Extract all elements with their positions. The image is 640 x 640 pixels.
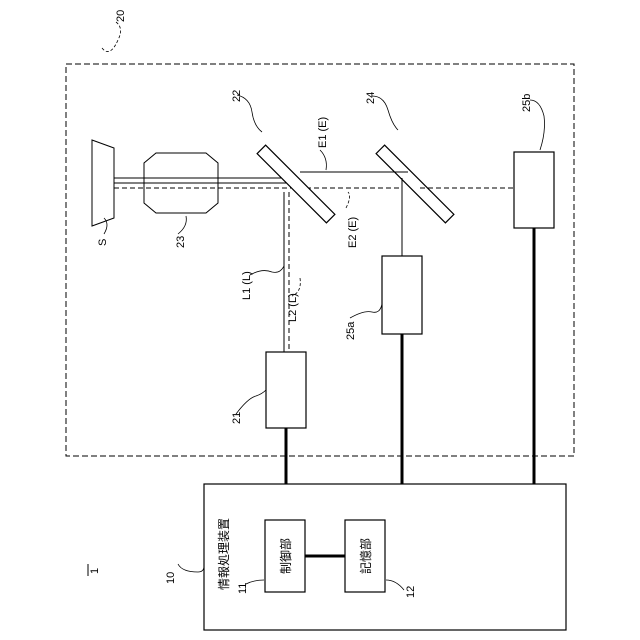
sample-shape	[92, 140, 114, 226]
leader-23	[178, 216, 186, 234]
label-l2: L2 (L)	[287, 293, 299, 322]
label-e2: E2 (E)	[347, 217, 359, 248]
label-23: 23	[175, 236, 187, 248]
leader-25a	[350, 304, 382, 318]
leader-21	[236, 390, 266, 414]
label-11: 11	[237, 583, 249, 594]
label-storage-unit: 記憶部	[358, 538, 373, 574]
detector-b-box	[514, 152, 554, 228]
label-24: 24	[365, 92, 377, 104]
leader-10	[178, 564, 204, 572]
leader-20	[102, 22, 121, 52]
label-control-unit: 制御部	[278, 538, 293, 574]
label-25b: 25b	[521, 94, 533, 112]
label-e1: E1 (E)	[317, 117, 329, 148]
mirror-22	[257, 145, 335, 223]
label-25a: 25a	[345, 321, 357, 340]
light-source-box	[266, 352, 306, 428]
leader-e1	[320, 150, 326, 170]
leader-l1	[250, 266, 284, 275]
label-l1: L1 (L)	[241, 271, 253, 300]
label-info-device: 情報処理装置	[217, 518, 231, 590]
label-s: S	[97, 239, 109, 246]
label-10: 10	[165, 572, 177, 584]
leader-e2	[346, 192, 350, 208]
label-1: 1	[89, 568, 101, 574]
detector-a-box	[382, 256, 422, 334]
label-21: 21	[231, 412, 243, 424]
label-20: 20	[115, 10, 127, 22]
mirror-24	[376, 145, 454, 223]
label-12: 12	[405, 586, 417, 598]
label-22: 22	[231, 90, 243, 102]
